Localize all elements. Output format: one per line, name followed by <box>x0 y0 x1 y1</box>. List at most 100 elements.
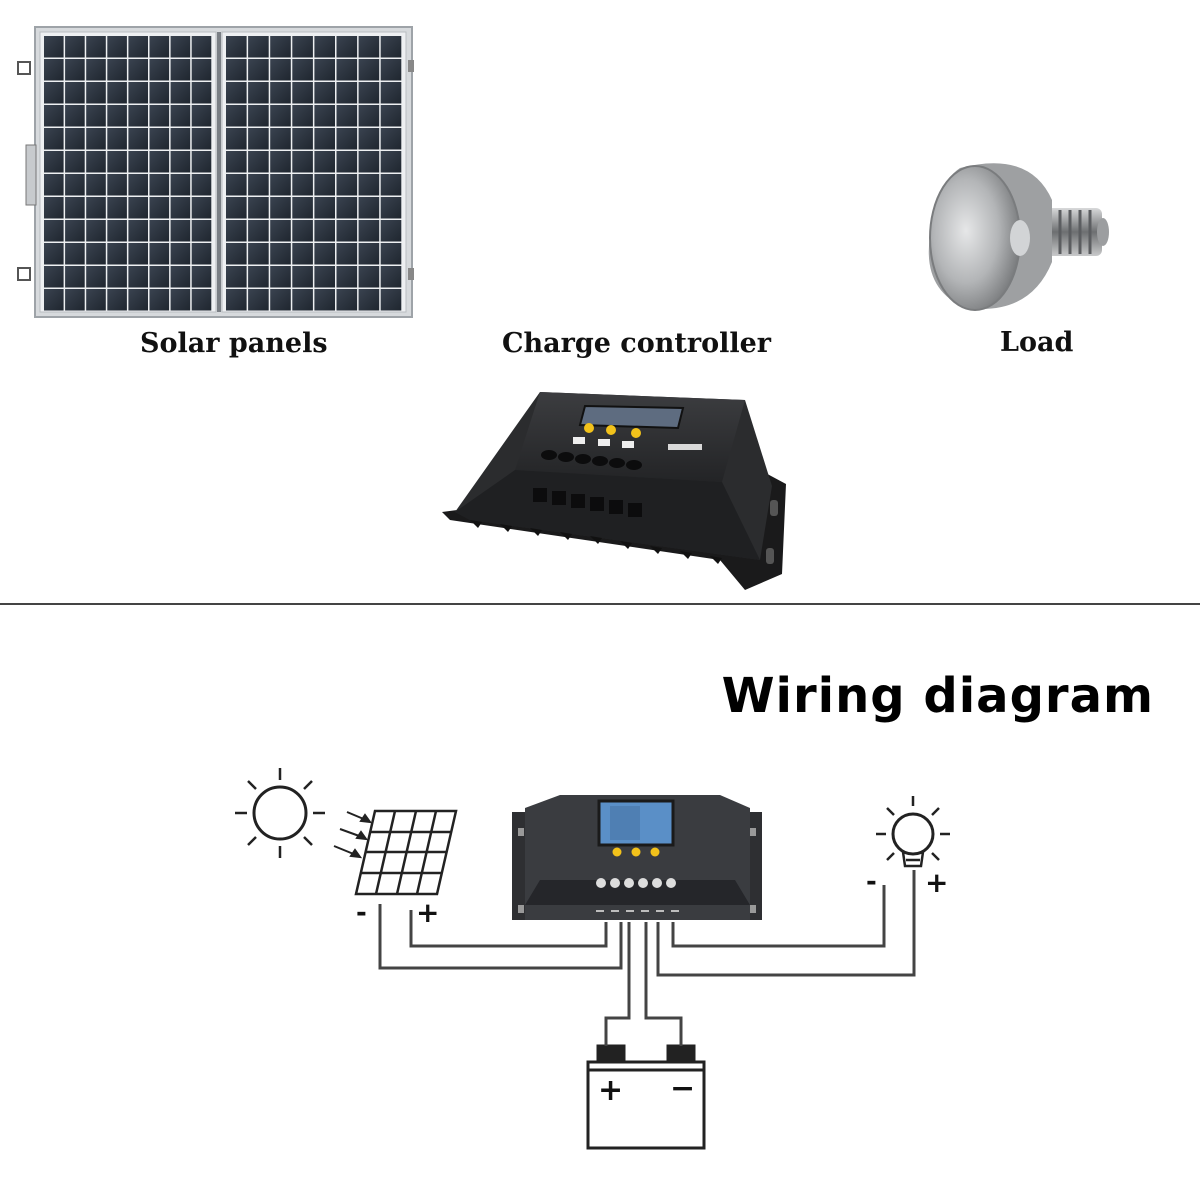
solar-cell <box>170 128 191 150</box>
solar-cell <box>149 197 170 219</box>
solar-cell <box>44 174 64 196</box>
solar-cell <box>248 174 269 196</box>
solar-cell <box>170 59 191 81</box>
solar-cell <box>191 59 212 81</box>
solar-cell <box>107 151 127 173</box>
solar-cell <box>270 128 291 150</box>
sun-icon <box>235 768 325 858</box>
solar-cell <box>358 220 380 242</box>
solar-cell <box>107 197 127 219</box>
section-divider <box>0 603 1200 605</box>
solar-cell <box>149 243 170 265</box>
solar-cell <box>380 59 402 81</box>
solar-cell <box>107 82 127 104</box>
solar-cell <box>270 197 291 219</box>
solar-cell <box>336 36 358 58</box>
solar-cell <box>380 197 402 219</box>
solar-cell <box>336 59 358 81</box>
solar-cell <box>248 36 269 58</box>
solar-cell <box>226 59 247 81</box>
solar-cell <box>314 220 335 242</box>
solar-cell <box>86 36 106 58</box>
solar-cell <box>248 289 269 311</box>
solar-cell <box>314 197 335 219</box>
solar-cell <box>292 243 313 265</box>
load-minus-sign: - <box>866 867 877 897</box>
product-photos <box>17 26 1109 590</box>
solar-cell <box>380 174 402 196</box>
solar-cell <box>149 220 170 242</box>
solar-cell <box>314 289 335 311</box>
solar-cell <box>191 128 212 150</box>
solar-cell <box>149 266 170 288</box>
solar-cell <box>86 59 106 81</box>
solar-cell <box>292 59 313 81</box>
load-lamp-photo <box>928 163 1109 311</box>
solar-cell <box>191 289 212 311</box>
solar-cell <box>170 36 191 58</box>
solar-cell <box>336 128 358 150</box>
solar-cell <box>107 220 127 242</box>
solar-cell <box>314 266 335 288</box>
solar-cell <box>44 128 64 150</box>
solar-cell <box>170 266 191 288</box>
solar-cell <box>65 105 85 127</box>
solar-cell <box>380 151 402 173</box>
solar-cell <box>226 36 247 58</box>
solar-cell <box>44 59 64 81</box>
solar-cell <box>128 289 148 311</box>
solar-cell <box>336 174 358 196</box>
solar-cell <box>248 105 269 127</box>
solar-cell <box>314 105 335 127</box>
solar-cell <box>270 151 291 173</box>
solar-cell <box>191 266 212 288</box>
solar-cell <box>248 220 269 242</box>
solar-cell <box>128 36 148 58</box>
solar-cell <box>292 197 313 219</box>
bulb-icon <box>876 796 950 868</box>
solar-cell <box>292 105 313 127</box>
solar-cell <box>149 36 170 58</box>
solar-cell <box>44 220 64 242</box>
solar-cell <box>107 36 127 58</box>
solar-cell <box>86 220 106 242</box>
solar-cell <box>149 151 170 173</box>
solar-cell <box>86 243 106 265</box>
solar-cell <box>107 243 127 265</box>
battery-plus-sign: + <box>598 1073 623 1108</box>
solar-cell <box>170 289 191 311</box>
solar-cell <box>226 82 247 104</box>
panel-plus-sign: + <box>416 896 439 929</box>
solar-cell <box>65 197 85 219</box>
solar-cell <box>248 151 269 173</box>
solar-panels-label: Solar panels <box>140 328 328 359</box>
battery-minus-sign: − <box>670 1071 695 1106</box>
solar-cell <box>191 36 212 58</box>
solar-cell <box>191 243 212 265</box>
solar-cell <box>149 128 170 150</box>
solar-cell <box>358 243 380 265</box>
solar-cell <box>380 266 402 288</box>
solar-cell <box>65 36 85 58</box>
solar-cell <box>107 289 127 311</box>
solar-cell <box>86 128 106 150</box>
solar-cell <box>314 128 335 150</box>
solar-cell <box>65 82 85 104</box>
solar-cell <box>191 220 212 242</box>
solar-cell <box>128 59 148 81</box>
solar-cell <box>358 36 380 58</box>
solar-cell <box>128 82 148 104</box>
solar-cell <box>358 197 380 219</box>
solar-cell <box>65 220 85 242</box>
solar-cell <box>107 128 127 150</box>
solar-cell <box>170 174 191 196</box>
charge-controller-label: Charge controller <box>502 328 771 359</box>
solar-cell <box>336 266 358 288</box>
solar-cell <box>270 82 291 104</box>
solar-cell <box>358 289 380 311</box>
wires <box>378 870 916 1046</box>
solar-cell <box>336 243 358 265</box>
panel-minus-sign: - <box>356 898 367 928</box>
solar-cell <box>44 82 64 104</box>
solar-cell <box>292 289 313 311</box>
